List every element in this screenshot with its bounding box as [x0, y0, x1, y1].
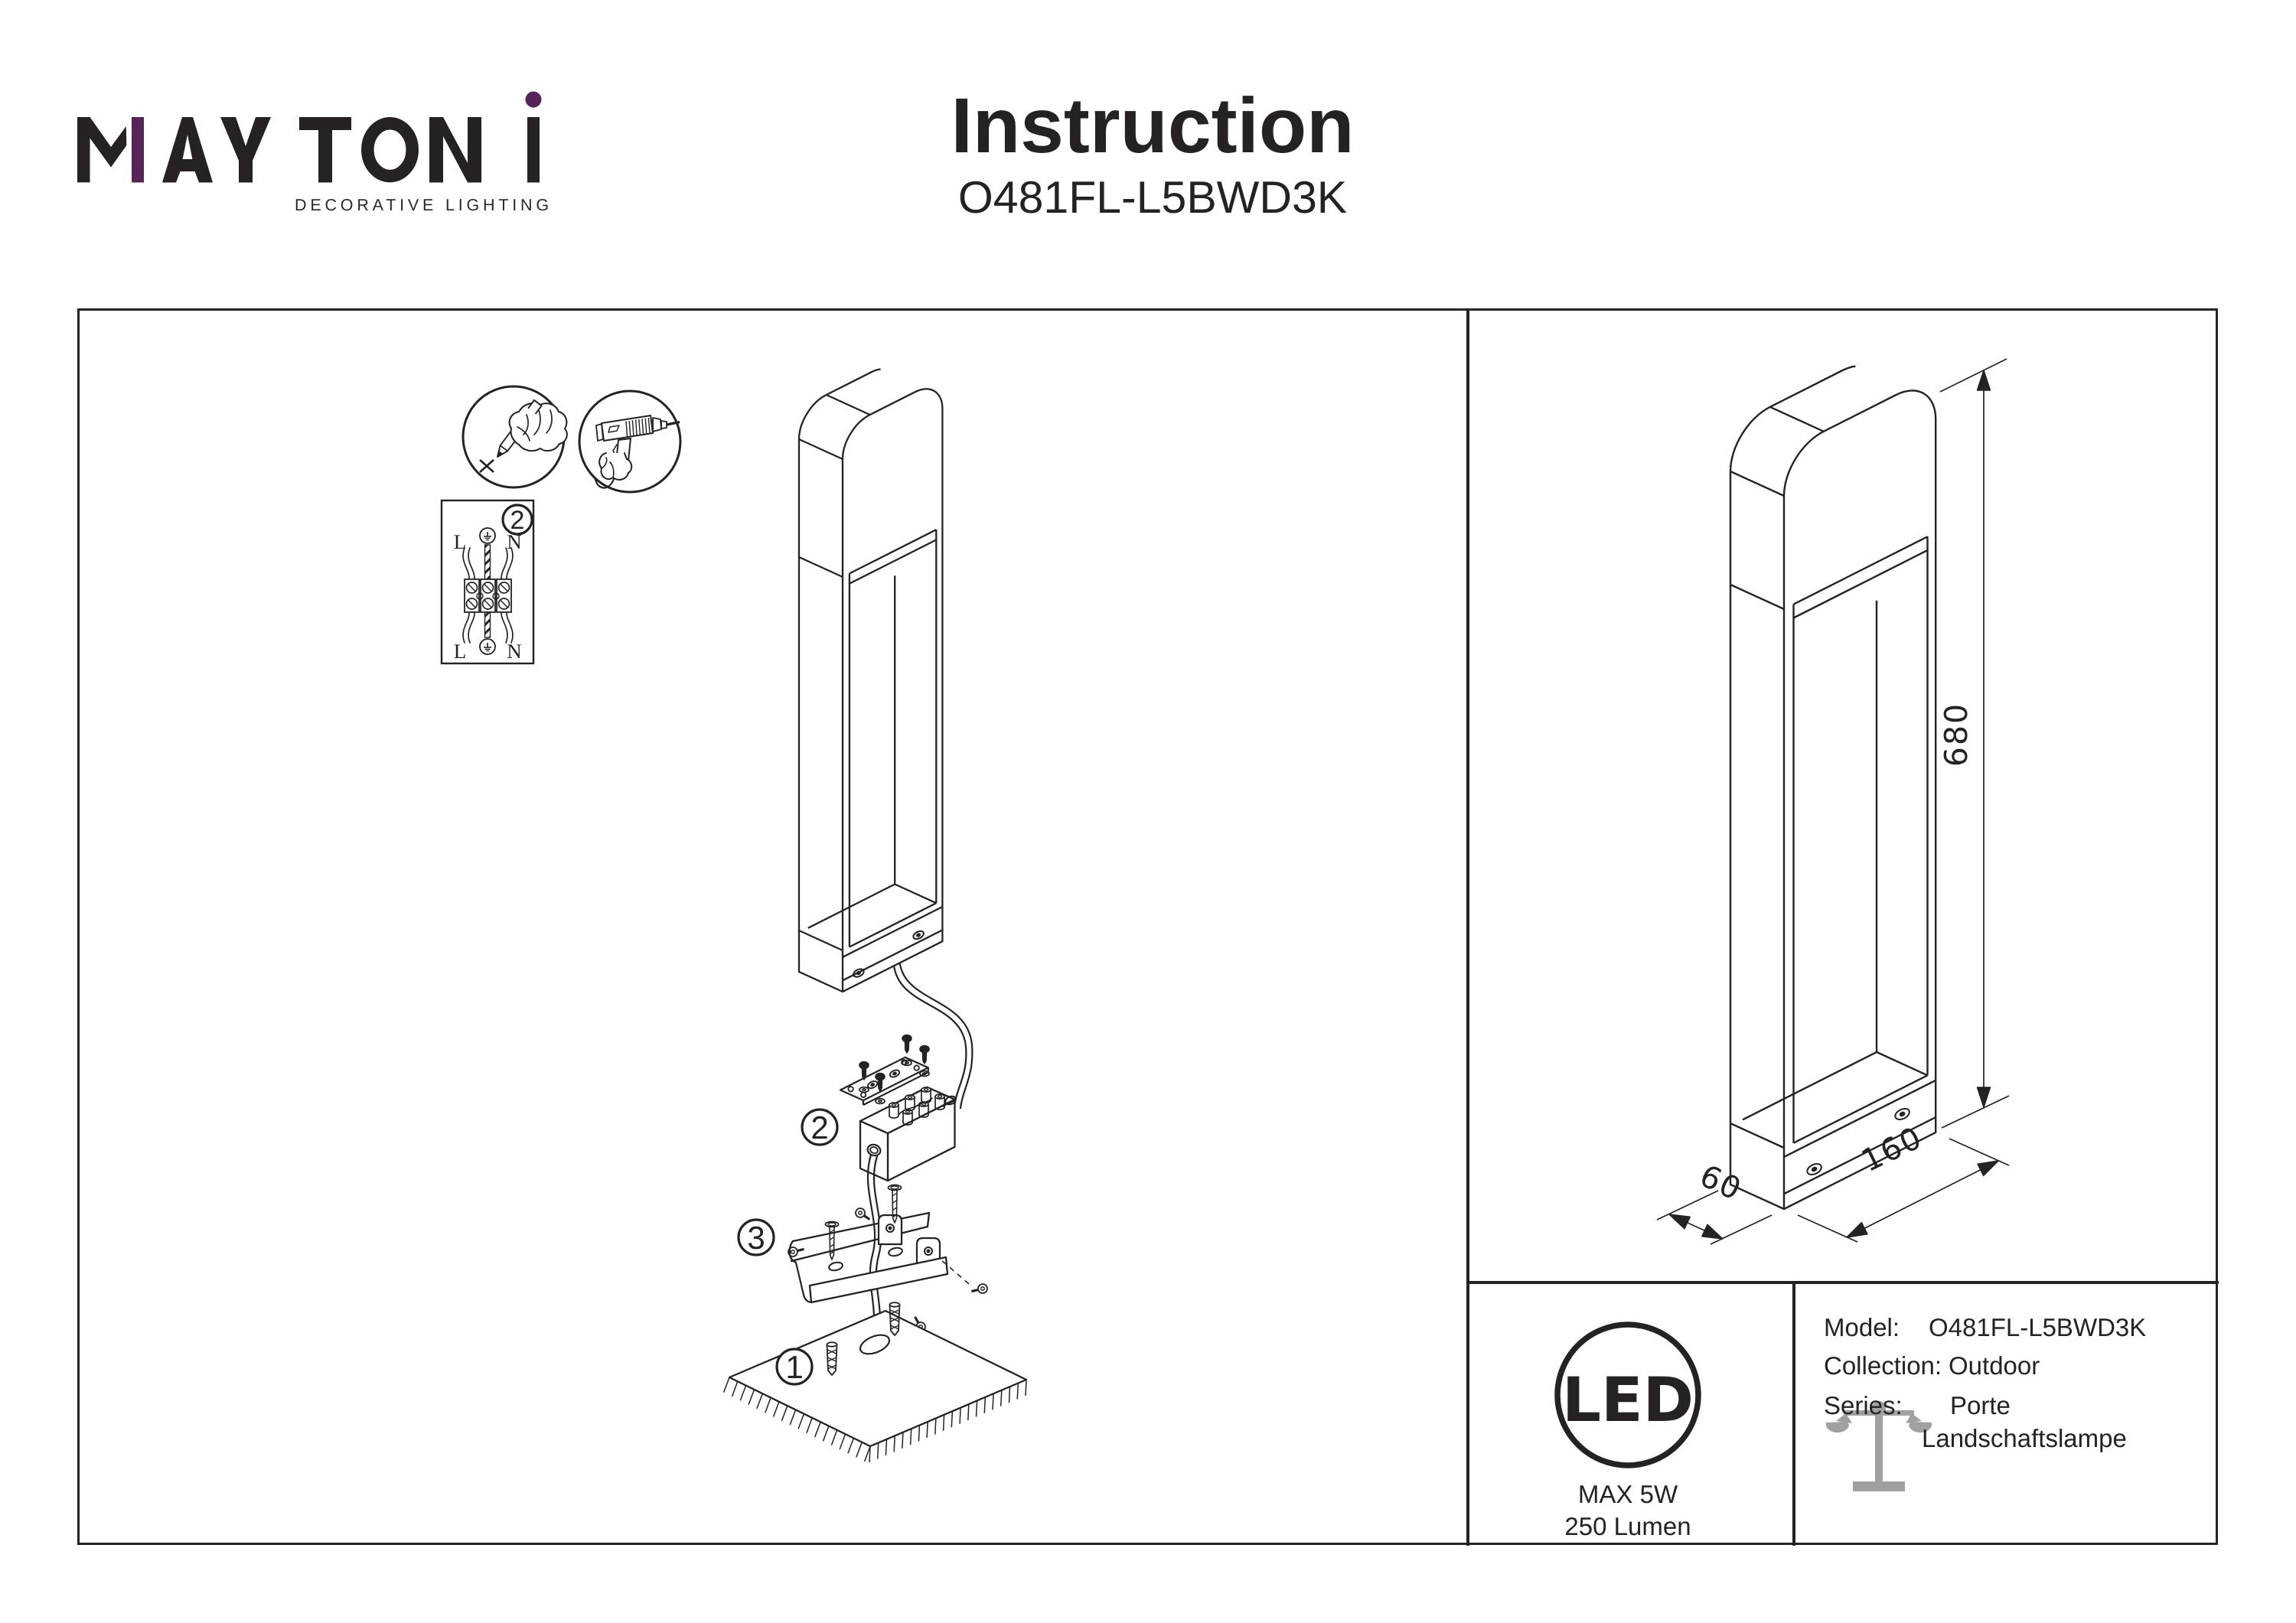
led-logo-circle [1554, 1322, 1701, 1468]
lamp-icon-base [1853, 1481, 1905, 1491]
step-1-marker [775, 1348, 814, 1386]
step-3-marker [737, 1218, 775, 1256]
logo-i-dot [525, 91, 542, 108]
badge-max-power: MAX 5W [1577, 1480, 1678, 1508]
svg-text:3: 3 [747, 1220, 765, 1256]
wiring-step-marker [501, 504, 533, 536]
svg-text:1: 1 [785, 1349, 803, 1385]
divider-panels [1466, 308, 1469, 1546]
earth-symbol-bottom [479, 638, 496, 655]
assembly-diagram: 2 3 1 [722, 368, 1028, 1463]
wall-anchors [826, 1302, 901, 1376]
logo-m-purple-bar [132, 117, 144, 183]
divider-right-horizontal [1466, 1281, 2219, 1284]
logo-letter-t [299, 117, 351, 183]
earth-symbol-top [479, 527, 496, 544]
dimension-drawing: 680 160 60 [1656, 358, 2010, 1245]
depth-dimension: 60 [1656, 1159, 1773, 1245]
dim-height: 680 [1938, 702, 1975, 767]
lamp-icon-right-shade [1909, 1422, 1932, 1433]
header-model-code: O481FL-L5BWD3K [957, 172, 1348, 223]
logo-letter-o [361, 117, 419, 183]
info-series-value: Porte [1950, 1391, 2011, 1419]
terminal-block [464, 578, 512, 613]
info-series-label: Series: [1824, 1391, 1903, 1419]
logo-letter-a [162, 117, 213, 183]
led-logo-text: LED [1561, 1364, 1694, 1436]
dim-width: 160 [1856, 1120, 1928, 1179]
wiring-diagram-frame [440, 499, 535, 665]
logo-letter-i [527, 117, 540, 183]
info-model-label: Model: [1824, 1313, 1900, 1341]
svg-text:L: L [454, 640, 467, 663]
led-badge-art [1554, 1322, 1701, 1468]
cover-plate-screws [859, 1034, 930, 1105]
info-model-value: O481FL-L5BWD3K [1929, 1313, 2147, 1341]
pencil-marking-icon [461, 385, 568, 489]
svg-text:2: 2 [810, 1110, 828, 1146]
divider-badge-info [1792, 1281, 1795, 1546]
pe-conductor-bottom [484, 611, 491, 638]
height-dimension: 680 [1938, 358, 2010, 1129]
step-2-marker [801, 1108, 839, 1146]
svg-text:N: N [507, 530, 522, 553]
mark-drill-icons [461, 385, 682, 494]
svg-text:N: N [507, 640, 522, 663]
svg-text:2: 2 [510, 506, 525, 535]
bollard-lamp-exploded [797, 368, 944, 993]
pe-conductor-top [484, 544, 491, 580]
junction-box [859, 1086, 957, 1346]
logo-letter-y [220, 117, 271, 183]
info-collection-value: Outdoor [1949, 1351, 2040, 1380]
lamp-icon-joint [1872, 1401, 1886, 1415]
logo-letter-n [429, 117, 481, 183]
bollard-lamp-dimensioned [1729, 365, 1937, 1211]
lamp-cable [892, 963, 974, 1110]
page-title: Instruction [951, 82, 1355, 169]
drill-icon [578, 389, 682, 494]
maytoni-logo: MAYTONI [73, 90, 543, 194]
svg-text:L: L [454, 530, 467, 553]
lamp-icon-left-shade [1825, 1422, 1849, 1433]
logo-letter-m [77, 117, 127, 183]
wiring-diagram: 2 L N L N [440, 499, 535, 665]
mounting-bracket [788, 1184, 988, 1332]
width-dimension: 160 [1797, 1120, 2010, 1243]
content-frame [77, 308, 2218, 1545]
brand-tagline: DECORATIVE LIGHTING [295, 196, 553, 214]
info-collection-label: Collection: [1824, 1351, 1942, 1380]
dim-depth: 60 [1694, 1159, 1747, 1208]
series-lamp-icon [1825, 1401, 1932, 1491]
lamp-icon-pole [1875, 1416, 1883, 1484]
badge-luminous-flux: 250 Lumen [1564, 1512, 1691, 1540]
info-series-value-2: Landschaftslampe [1922, 1424, 2127, 1452]
ground-plane [722, 1309, 1028, 1463]
maytoni-logo-art [77, 91, 542, 183]
